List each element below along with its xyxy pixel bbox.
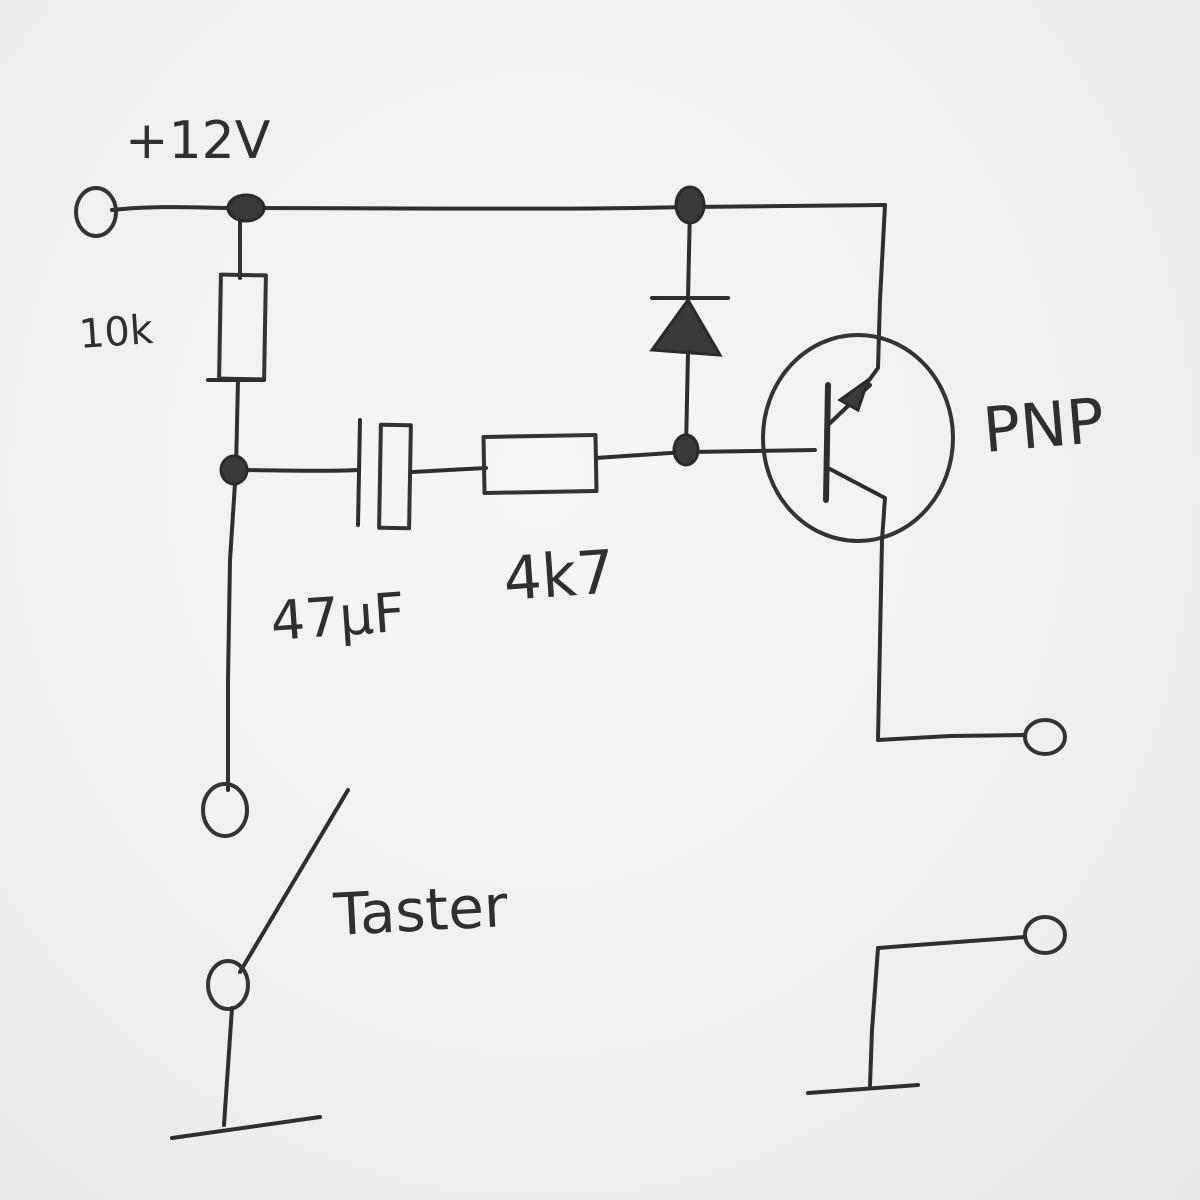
supply-rail-wire <box>110 203 887 212</box>
switch-ground-bar <box>170 1115 322 1140</box>
resistor-10k-label: 10k <box>77 307 155 358</box>
capacitor-label: 47µF <box>269 581 407 653</box>
output-terminal-top <box>1023 718 1067 756</box>
transistor-collector-lead <box>826 466 887 542</box>
diode-triangle <box>649 297 723 357</box>
output-ground-bar <box>806 1083 920 1095</box>
node-to-capacitor-wire <box>234 468 360 473</box>
capacitor-plate-right <box>377 422 413 531</box>
transistor-circle <box>761 333 955 543</box>
base-wire <box>688 448 817 454</box>
collector-output-wire <box>876 538 1027 742</box>
junction-base <box>672 433 700 467</box>
switch-terminal-bottom <box>206 959 250 1011</box>
capacitor-plate-left <box>356 418 362 527</box>
switch-terminal-top <box>201 782 249 838</box>
resistor-4k7-label: 4k7 <box>501 537 617 615</box>
switch-lever <box>238 788 350 974</box>
junction-supply-right <box>674 185 706 225</box>
output-terminal-bottom <box>1023 915 1067 955</box>
transistor-label: PNP <box>980 384 1107 467</box>
resistor-to-base-node-wire <box>594 450 687 460</box>
diode-bottom-wire <box>684 350 690 450</box>
junction-middle-left <box>219 454 249 486</box>
supply-terminal <box>74 186 118 238</box>
junction-supply-left <box>226 193 266 223</box>
supply-voltage-label: +12V <box>125 111 271 171</box>
emitter-wire <box>860 203 887 392</box>
switch-ground-lead <box>222 1006 234 1127</box>
switch-label: Taster <box>331 872 509 949</box>
resistor-10k <box>217 272 268 382</box>
transistor-base-bar <box>823 382 831 503</box>
left-vertical-wire <box>226 378 240 792</box>
transistor-emitter-arrow <box>837 376 871 413</box>
resistor-4k7 <box>481 433 599 495</box>
capacitor-to-resistor-wire <box>410 466 488 474</box>
output-ground-wire <box>868 935 1027 1087</box>
